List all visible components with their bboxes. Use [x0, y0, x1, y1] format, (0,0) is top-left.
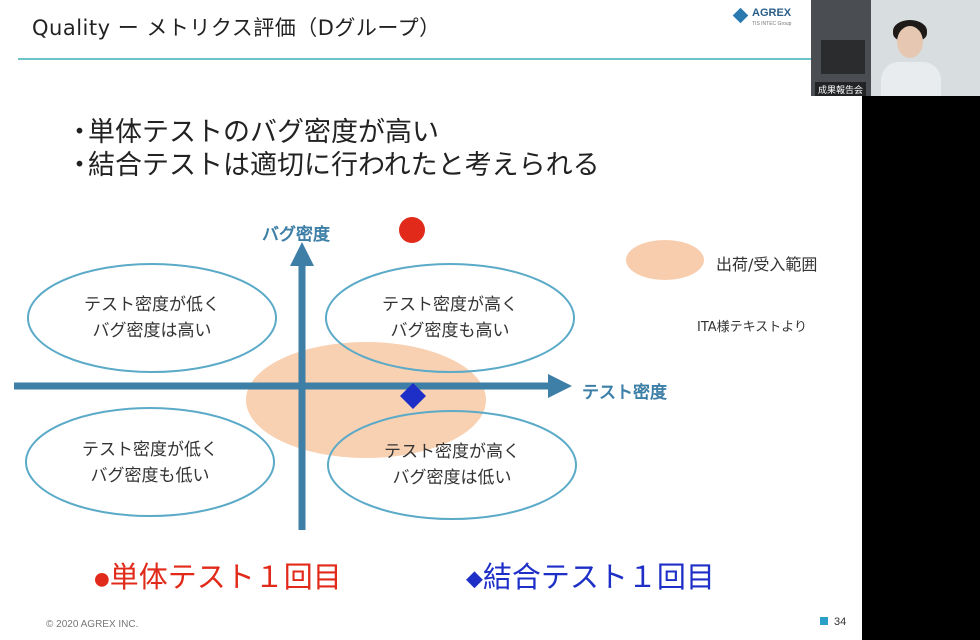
bullet-text: 結合テストは適切に行われたと考えられる	[88, 150, 600, 181]
quadrant-top-left-line1: テスト密度が低く	[84, 295, 220, 315]
presenter-body	[881, 62, 941, 96]
copyright: © 2020 AGREX INC.	[46, 619, 139, 630]
integration-test-legend-label: 結合テスト１回目	[482, 560, 715, 594]
company-logo: AGREX TIS INTEC Group	[732, 7, 815, 29]
logo-name: AGREX	[752, 7, 792, 19]
bullet-text: 単体テストのバグ密度が高い	[88, 117, 439, 148]
quadrant-bottom-left	[25, 407, 275, 517]
quadrant-bottom-right-line1: テスト密度が高く	[384, 442, 520, 462]
unit-test-legend-label: 単体テスト１回目	[109, 560, 342, 594]
range-legend-label: 出荷/受入範囲	[716, 255, 818, 274]
quadrant-bottom-right-line2: バグ密度は低い	[393, 468, 512, 488]
logo-subtitle: TIS INTEC Group	[752, 21, 792, 27]
quadrant-top-right-line1: テスト密度が高く	[382, 295, 518, 315]
quadrant-bottom-left-line1: テスト密度が低く	[82, 440, 218, 460]
page-number: 34	[820, 616, 846, 628]
presentation-slide: Quality ー メトリクス評価（Dグループ） AGREX TIS INTEC…	[0, 0, 862, 640]
unit-test-marker	[399, 217, 425, 243]
integration-test-legend: ◆結合テスト１回目	[466, 554, 715, 596]
quadrant-diagram: バグ密度 テスト密度 テスト密度が低く バグ密度は高い テスト密度が高く バグ密…	[14, 217, 668, 530]
shipping-range-ellipse	[246, 342, 486, 458]
video-background-equipment	[821, 40, 865, 74]
participant-video-thumbnail[interactable]: 成果報告会	[811, 0, 980, 96]
page-number-text: 34	[834, 616, 847, 628]
range-legend-swatch	[626, 240, 704, 280]
y-axis-label: バグ密度	[262, 224, 331, 245]
video-name-tag: 成果報告会	[815, 82, 867, 96]
x-axis-label: テスト密度	[582, 382, 668, 403]
slide-title: Quality ー メトリクス評価（Dグループ）	[32, 16, 441, 40]
quadrant-top-left	[27, 263, 277, 373]
quadrant-bottom-left-line2: バグ密度も低い	[91, 466, 210, 486]
y-axis-arrow	[290, 242, 314, 266]
quadrant-top-left-line2: バグ密度は高い	[93, 321, 212, 341]
bullet-mark: ・	[66, 117, 93, 148]
bullet-item: ・単体テストのバグ密度が高い	[66, 116, 600, 149]
quadrant-bottom-right	[327, 410, 577, 520]
source-note: ITA様テキストより	[697, 320, 808, 335]
quadrant-top-right	[325, 263, 575, 373]
red-dot-icon: ●	[94, 568, 110, 590]
page-square-icon	[820, 617, 828, 625]
x-axis-arrow	[548, 374, 572, 398]
logo-diamond-icon	[732, 7, 749, 24]
blue-diamond-icon: ◆	[466, 566, 483, 592]
presenter-face	[897, 26, 923, 58]
integration-test-marker	[400, 383, 426, 409]
bullet-item: ・結合テストは適切に行われたと考えられる	[66, 149, 600, 182]
unit-test-legend: ●単体テスト１回目	[94, 554, 342, 596]
quadrant-top-right-line2: バグ密度も高い	[391, 321, 510, 341]
title-divider	[18, 58, 818, 60]
bullet-list: ・単体テストのバグ密度が高い ・結合テストは適切に行われたと考えられる	[66, 116, 600, 182]
bullet-mark: ・	[66, 150, 93, 181]
